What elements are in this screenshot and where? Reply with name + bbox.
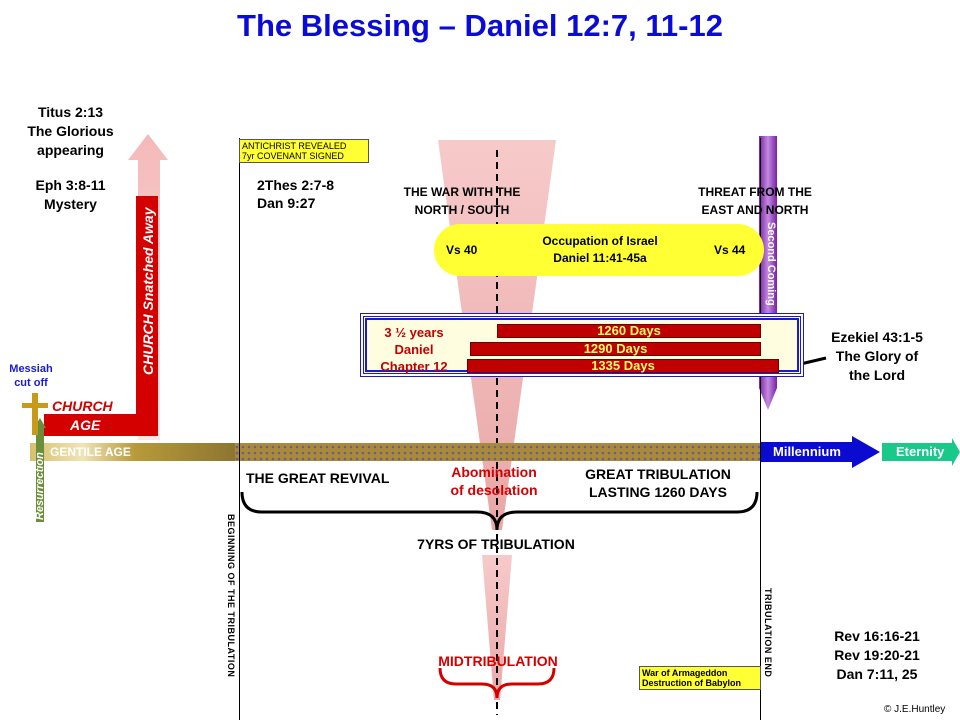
resurrection-arrow [34, 418, 46, 522]
tribulation-start-line [239, 138, 240, 720]
church-age-bar [44, 196, 158, 436]
age-label: AGE [70, 417, 101, 433]
rev-references: Rev 16:16-21 Rev 19:20-21 Dan 7:11, 25 [834, 628, 920, 682]
tribulation-band [235, 443, 760, 461]
tribulation-funnel-bottom [482, 555, 512, 700]
tribulation-end-line [760, 138, 761, 720]
church-snatched-label: CHURCH Snatched Away [140, 207, 156, 375]
war-north-south: THE WAR WITH THE NORTH / SOUTH [403, 185, 521, 217]
vs40-label: Vs 40 [446, 243, 478, 257]
gentile-age-label: GENTILE AGE [50, 445, 131, 459]
great-revival: THE GREAT REVIVAL [246, 470, 390, 486]
copyright: © J.E.Huntley [884, 704, 946, 715]
seven-years-brace [240, 491, 759, 531]
left-references: Titus 2:13 The Glorious appearing Eph 3:… [27, 104, 114, 212]
millennium-label: Millennium [773, 444, 841, 459]
resurrection-label: Resurrection [34, 452, 46, 520]
midtribulation-label: MIDTRIBULATION [438, 653, 558, 669]
messiah-label: Messiah cut off [9, 363, 53, 389]
cross-icon [32, 393, 38, 435]
daniel-box-label: 3 ½ years Daniel Chapter 12 [380, 325, 448, 374]
ezekiel-ref: Ezekiel 43:1-5 The Glory of the Lord [831, 329, 923, 383]
occupation-pill [434, 224, 764, 276]
occupation-label: Occupation of Israel Daniel 11:41-45a [542, 234, 658, 265]
seven-years-label: 7YRS OF TRIBULATION [417, 536, 575, 552]
abomination-label: Abomination of desolation [450, 464, 538, 498]
armageddon-box: War of Armageddon Destruction of Babylon [639, 666, 761, 690]
antichrist-box: ANTICHRIST REVEALED 7yr COVENANT SIGNED [239, 139, 369, 163]
days-1260-bar: 1260 Days [497, 324, 761, 338]
thes-ref: 2Thes 2:7-8 Dan 9:27 [257, 177, 335, 211]
page-title: The Blessing – Daniel 12:7, 11-12 [237, 8, 723, 43]
beginning-tribulation-label: BEGINNING OF THE TRIBULATION [226, 514, 236, 678]
eternity-arrow [882, 438, 960, 466]
midtrib-brace [438, 667, 556, 699]
days-1335-bar: 1335 Days [467, 359, 779, 373]
great-tribulation: GREAT TRIBULATION LASTING 1260 DAYS [585, 466, 731, 500]
tribulation-end-label: TRIBULATION END [763, 588, 773, 678]
vs44-label: Vs 44 [714, 243, 746, 257]
threat-east-north: THREAT FROM THE EAST AND NORTH [698, 185, 812, 217]
days-1290-bar: 1290 Days [470, 342, 761, 356]
second-coming-label: Second Coming [765, 222, 777, 306]
millennium-arrow [760, 436, 880, 468]
eternity-label: Eternity [896, 444, 945, 459]
church-label: CHURCH [52, 398, 113, 414]
gentile-age-bar [30, 443, 240, 461]
